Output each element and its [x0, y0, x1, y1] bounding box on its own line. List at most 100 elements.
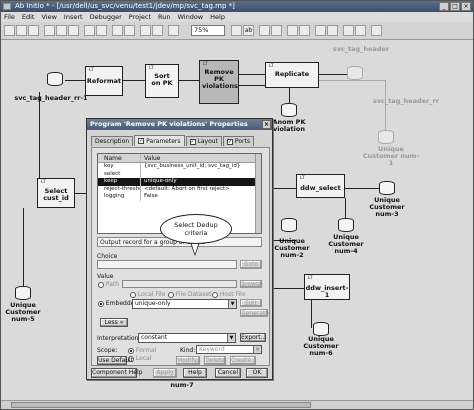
table-row[interactable]: select: [98, 170, 261, 178]
path-field[interactable]: [122, 280, 237, 288]
ddw-select-component[interactable]: LT ddw_select: [296, 174, 345, 198]
parameters-icon[interactable]: [315, 25, 326, 36]
local-file-radio[interactable]: Local File: [130, 291, 165, 298]
param-value: <default: Abort on first reject>: [144, 185, 230, 192]
layout-icon[interactable]: [299, 25, 310, 36]
menu-edit[interactable]: Edit: [21, 13, 35, 21]
help-icon[interactable]: [371, 25, 382, 36]
delete-button[interactable]: Delete: [204, 356, 226, 365]
host-file-radio[interactable]: Host File: [212, 291, 246, 298]
tab-ports[interactable]: ✓Ports: [222, 136, 254, 146]
column-header-name[interactable]: Name: [98, 154, 141, 162]
embedded-select[interactable]: unique-only ▼: [132, 299, 237, 309]
path-radio[interactable]: Path: [98, 281, 119, 288]
export-button[interactable]: Export...: [240, 333, 267, 342]
graph-icon[interactable]: [152, 25, 163, 36]
scroll-thumb[interactable]: [11, 402, 311, 408]
browse-button[interactable]: Browse: [240, 280, 263, 288]
choice-field[interactable]: [97, 260, 237, 269]
menu-project[interactable]: Project: [128, 13, 152, 21]
tab-description[interactable]: Description: [91, 136, 134, 146]
component-icon[interactable]: [259, 25, 270, 36]
tab-layout[interactable]: ✓Layout: [185, 136, 222, 146]
modify-button[interactable]: Modify...: [176, 356, 202, 365]
menu-debugger[interactable]: Debugger: [89, 13, 122, 21]
horizontal-scrollbar[interactable]: [1, 400, 473, 409]
create-button[interactable]: Create...: [230, 356, 257, 365]
replicate-component[interactable]: LT Replicate: [265, 62, 319, 88]
menu-window[interactable]: Window: [177, 13, 204, 21]
use-default-button[interactable]: Use Default: [97, 356, 134, 365]
stop-icon[interactable]: [124, 25, 135, 36]
dataset-icon[interactable]: [281, 218, 297, 232]
maximize-icon[interactable]: □: [450, 2, 460, 11]
menu-file[interactable]: File: [4, 13, 15, 21]
sort-component[interactable]: LT Sort on PK: [145, 64, 179, 98]
zoom-select[interactable]: 75%: [191, 25, 225, 36]
embedded-radio[interactable]: Embedded:: [98, 300, 140, 307]
undo-icon[interactable]: [84, 25, 95, 36]
cancel-button[interactable]: Cancel: [215, 368, 241, 378]
zoom-in-icon[interactable]: [231, 25, 242, 36]
dataset-icon[interactable]: [378, 130, 394, 144]
options-icon[interactable]: [355, 25, 366, 36]
ok-button[interactable]: OK: [246, 368, 268, 378]
column-header-value[interactable]: Value: [144, 155, 161, 162]
less-button[interactable]: Less «: [100, 318, 128, 327]
dataset-icon[interactable]: [347, 66, 363, 80]
table-row[interactable]: reject-threshold<default: Abort on first…: [98, 185, 261, 193]
generate-button[interactable]: Generate: [240, 309, 270, 317]
remove-pk-component[interactable]: LT Remove PK violations: [199, 60, 239, 104]
table-row[interactable]: key{svc_business_unit_id; svc_tag_id}: [98, 163, 261, 171]
interpretation-label: Interpretation:: [97, 335, 141, 342]
dataset-icon[interactable]: [281, 103, 297, 117]
menu-insert[interactable]: Insert: [63, 13, 83, 21]
tab-parameters[interactable]: ✓Parameters: [134, 135, 185, 146]
flow-icon[interactable]: [287, 25, 298, 36]
apply-button[interactable]: Apply: [153, 368, 177, 378]
dataset-icon[interactable]: [379, 181, 395, 195]
select-cust-component[interactable]: LT Select cust_id: [37, 178, 75, 208]
kind-select[interactable]: Keyword ▼: [196, 345, 262, 354]
edit-button[interactable]: Edit: [240, 299, 262, 307]
file-dataset-radio[interactable]: File Dataset: [168, 291, 211, 298]
validate-icon[interactable]: [327, 25, 338, 36]
dataset-icon[interactable]: [15, 286, 31, 300]
paste-icon[interactable]: [68, 25, 79, 36]
dialog-title-bar: Program 'Remove PK violations' Propertie…: [87, 119, 272, 130]
menu-help[interactable]: Help: [210, 13, 225, 21]
goto-button[interactable]: Goto: [240, 260, 262, 269]
dataset-icon[interactable]: [271, 25, 282, 36]
run-icon[interactable]: [112, 25, 123, 36]
menu-run[interactable]: Run: [158, 13, 171, 21]
scope-local-radio[interactable]: Local: [128, 355, 151, 362]
check-icon[interactable]: [343, 25, 354, 36]
ddw-insert-component[interactable]: LT ddw_insert-1: [304, 274, 350, 300]
dataset-icon[interactable]: [338, 218, 354, 232]
redo-icon[interactable]: [96, 25, 107, 36]
cut-icon[interactable]: [44, 25, 55, 36]
help-button[interactable]: Help: [183, 368, 207, 378]
new-icon[interactable]: [4, 25, 15, 36]
interpretation-select[interactable]: constant ▼: [138, 333, 236, 343]
text-tool-icon[interactable]: ab: [243, 25, 254, 36]
component-help-button[interactable]: Component Help: [91, 368, 143, 378]
minimize-icon[interactable]: _: [439, 2, 449, 11]
flow-line: [345, 188, 379, 189]
save-icon[interactable]: [28, 25, 39, 36]
copy-icon[interactable]: [56, 25, 67, 36]
debug-icon[interactable]: [140, 25, 151, 36]
dataset-icon[interactable]: [313, 322, 329, 336]
reformat-component[interactable]: LT Reformat: [85, 66, 123, 96]
open-icon[interactable]: [16, 25, 27, 36]
dataset-icon[interactable]: [47, 72, 63, 86]
menu-bar: File Edit View Insert Debugger Project R…: [1, 12, 473, 22]
close-icon[interactable]: ×: [461, 2, 471, 11]
close-icon[interactable]: ×: [262, 120, 271, 129]
menu-view[interactable]: View: [41, 13, 57, 21]
table-scrollbar[interactable]: [255, 154, 261, 233]
pointer-icon[interactable]: [168, 25, 179, 36]
scope-formal-radio[interactable]: Formal: [128, 347, 156, 354]
